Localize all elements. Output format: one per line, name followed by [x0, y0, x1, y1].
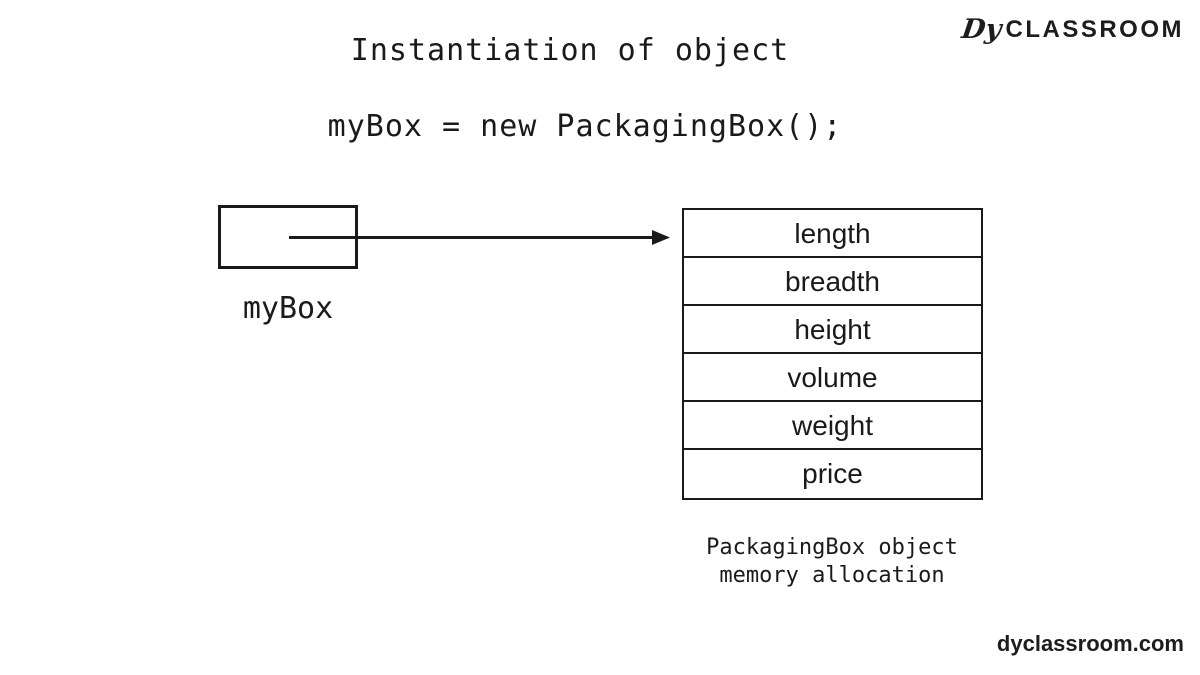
field-row-volume: volume [684, 354, 981, 402]
caption-line-1: PackagingBox object [706, 535, 958, 560]
field-row-length: length [684, 210, 981, 258]
object-memory-table: length breadth height volume weight pric… [682, 208, 983, 500]
caption-line-2: memory allocation [719, 563, 945, 588]
mybox-label: myBox [242, 291, 334, 326]
field-row-breadth: breadth [684, 258, 981, 306]
site-url: dyclassroom.com [996, 631, 1184, 656]
field-row-weight: weight [684, 402, 981, 450]
pointer-arrow [289, 230, 670, 245]
field-row-height: height [684, 306, 981, 354]
dyclassroom-logo: Dy CLASSROOM [960, 14, 1184, 45]
memory-allocation-caption: PackagingBox object memory allocation [632, 534, 1032, 590]
logo-wordmark: CLASSROOM [1005, 15, 1184, 43]
code-statement: myBox = new PackagingBox(); [327, 109, 843, 144]
page-title: Instantiation of object [350, 33, 790, 68]
field-row-price: price [802, 458, 863, 489]
